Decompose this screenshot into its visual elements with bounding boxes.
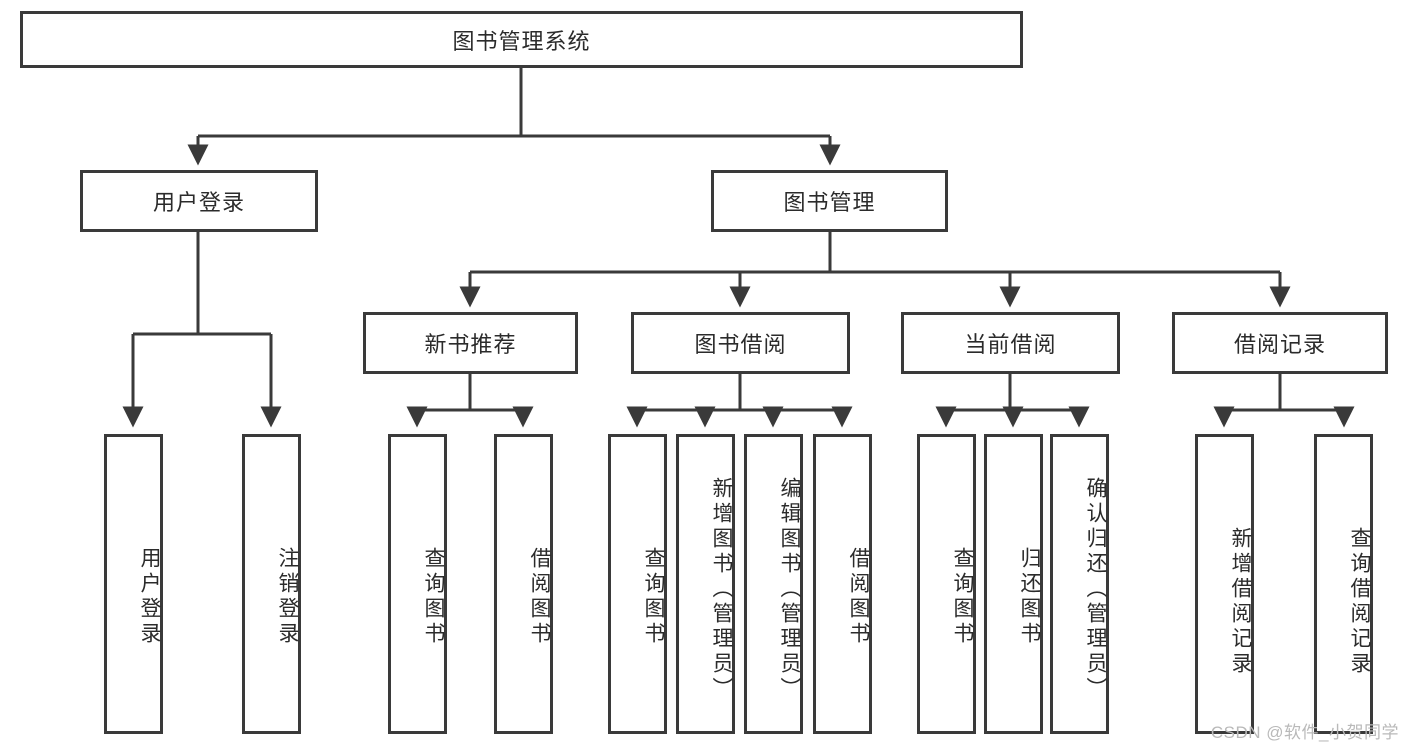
leaf-query-book-2[interactable]: 查询图书 [608, 434, 667, 734]
csdn-watermark: CSDN @软件_小贺同学 [1210, 723, 1399, 742]
node-current-borrow[interactable]: 当前借阅 [901, 312, 1120, 374]
node-root-label: 图书管理系统 [452, 28, 591, 54]
leaf-add-record[interactable]: 新增借阅记录 [1195, 434, 1254, 734]
node-borrow-record-label: 借阅记录 [1233, 332, 1326, 357]
leaf-borrow-book-1[interactable]: 借阅图书 [494, 434, 553, 734]
leaf-query-book-1[interactable]: 查询图书 [388, 434, 447, 734]
leaf-return-book[interactable]: 归还图书 [984, 434, 1043, 734]
leaf-user-login[interactable]: 用户登录 [104, 434, 163, 734]
node-book-management[interactable]: 图书管理 [711, 170, 948, 232]
leaf-query-book-3[interactable]: 查询图书 [917, 434, 976, 734]
leaf-confirm-return-label: 确认归还（管理员） [1084, 476, 1107, 702]
node-book-borrow-label: 图书借阅 [694, 332, 787, 357]
leaf-query-book-3-label: 查询图书 [951, 547, 974, 647]
leaf-query-book-1-label: 查询图书 [422, 547, 445, 647]
leaf-user-logout-label: 注销登录 [276, 547, 299, 647]
node-book-management-label: 图书管理 [783, 190, 876, 215]
leaf-add-book-label: 新增图书（管理员） [710, 476, 733, 702]
leaf-add-record-label: 新增借阅记录 [1229, 527, 1252, 677]
node-borrow-record[interactable]: 借阅记录 [1172, 312, 1388, 374]
node-new-book-recommend-label: 新书推荐 [424, 332, 517, 357]
leaf-borrow-book-1-label: 借阅图书 [528, 547, 551, 647]
node-user-login[interactable]: 用户登录 [80, 170, 318, 232]
leaf-user-logout[interactable]: 注销登录 [242, 434, 301, 734]
leaf-query-record[interactable]: 查询借阅记录 [1314, 434, 1373, 734]
leaf-edit-book[interactable]: 编辑图书（管理员） [744, 434, 803, 734]
leaf-add-book[interactable]: 新增图书（管理员） [676, 434, 735, 734]
node-new-book-recommend[interactable]: 新书推荐 [363, 312, 578, 374]
leaf-edit-book-label: 编辑图书（管理员） [778, 476, 801, 702]
node-root[interactable]: 图书管理系统 [20, 11, 1023, 68]
node-current-borrow-label: 当前借阅 [964, 332, 1057, 357]
leaf-query-record-label: 查询借阅记录 [1348, 527, 1371, 677]
node-user-login-label: 用户登录 [152, 190, 245, 215]
leaf-query-book-2-label: 查询图书 [642, 547, 665, 647]
leaf-user-login-label: 用户登录 [138, 547, 161, 647]
leaf-return-book-label: 归还图书 [1018, 547, 1041, 647]
leaf-borrow-book-2[interactable]: 借阅图书 [813, 434, 872, 734]
leaf-borrow-book-2-label: 借阅图书 [847, 547, 870, 647]
node-book-borrow[interactable]: 图书借阅 [631, 312, 850, 374]
leaf-confirm-return[interactable]: 确认归还（管理员） [1050, 434, 1109, 734]
